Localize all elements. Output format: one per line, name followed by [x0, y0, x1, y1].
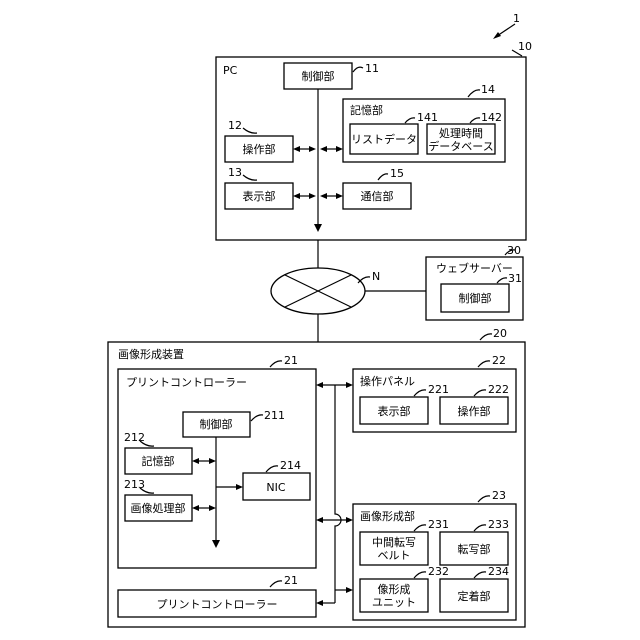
pc-operation-label: 操作部	[243, 142, 276, 156]
pc-nic-214-label: NIC	[266, 481, 285, 494]
pc-comm-ref: 15	[390, 167, 404, 180]
image-forming-leader	[480, 334, 492, 340]
time-db-label-line1: 処理時間	[439, 127, 483, 140]
image-forming-block: 画像形成装置 20 プリントコントローラー 21 制御部 211 記憶部 212…	[108, 327, 525, 627]
pc-imageproc-213-ref: 213	[124, 478, 145, 491]
imaging-232-label-line1: 像形成	[378, 583, 411, 596]
op-display-221-ref: 221	[428, 383, 449, 396]
print-controller-ref: 21	[284, 354, 298, 367]
op-operation-222-ref: 222	[488, 383, 509, 396]
pc-storage-ref: 14	[481, 83, 495, 96]
fixing-234-label: 定着部	[458, 589, 491, 603]
forming-unit-title: 画像形成部	[360, 509, 415, 523]
list-data-ref: 141	[417, 111, 438, 124]
print-controller-bar-label: プリントコントローラー	[157, 598, 278, 611]
op-operation-222-label: 操作部	[458, 404, 491, 418]
print-controller-bar-ref: 21	[284, 574, 298, 587]
time-db-ref: 142	[481, 111, 502, 124]
forming-unit-ref: 23	[492, 489, 506, 502]
fixing-234-ref: 234	[488, 565, 509, 578]
web-server-control-ref: 31	[508, 272, 522, 285]
network-label: N	[372, 270, 380, 283]
pc-display-ref: 13	[228, 166, 242, 179]
list-data-label: リストデータ	[351, 132, 417, 146]
image-forming-title: 画像形成装置	[118, 348, 184, 361]
belt-231-label-line1: 中間転写	[372, 536, 416, 549]
system-ref-leader	[497, 24, 515, 36]
belt-231-ref: 231	[428, 518, 449, 531]
pc-operation-ref: 12	[228, 119, 242, 132]
op-display-221-label: 表示部	[378, 404, 411, 418]
imaging-232-label-line2: ユニット	[372, 596, 416, 609]
image-forming-ref: 20	[493, 327, 507, 340]
pc-imageproc-213-label: 画像処理部	[131, 501, 186, 515]
web-server-ref: 30	[507, 244, 521, 257]
imaging-232-ref: 232	[428, 565, 449, 578]
pc-comm-label: 通信部	[361, 189, 394, 203]
pc-control-211-ref: 211	[264, 409, 285, 422]
op-panel-ref: 22	[492, 354, 506, 367]
system-ref-number: 1	[513, 12, 520, 25]
pc-title: PC	[223, 64, 238, 77]
pc-storage-label: 記憶部	[350, 103, 383, 117]
belt-231-label-line2: ベルト	[378, 549, 411, 562]
print-controller-title: プリントコントローラー	[126, 376, 247, 389]
transfer-233-ref: 233	[488, 518, 509, 531]
web-server-block: ウェブサーバー 30 制御部 31	[426, 244, 523, 320]
pc-block: PC 10 制御部 11 記憶部 14 リストデータ 141 処理時間 データベ…	[216, 40, 532, 240]
pc-ref-number: 10	[518, 40, 532, 53]
pc-display-label: 表示部	[243, 189, 276, 203]
pc-storage-212-label: 記憶部	[142, 454, 175, 468]
network-node: N	[271, 240, 426, 342]
system-ref-arrowhead	[493, 32, 501, 39]
web-server-control-label: 制御部	[459, 291, 492, 305]
pc-control-label: 制御部	[302, 69, 335, 83]
transfer-233-label: 転写部	[458, 542, 491, 556]
pc-storage-212-ref: 212	[124, 431, 145, 444]
pc-nic-214-ref: 214	[280, 459, 301, 472]
op-panel-title: 操作パネル	[360, 374, 415, 388]
time-db-label-line2: データベース	[428, 139, 493, 153]
web-server-title: ウェブサーバー	[436, 261, 513, 275]
pc-control-211-label: 制御部	[200, 417, 233, 431]
pc-control-ref: 11	[365, 62, 379, 75]
